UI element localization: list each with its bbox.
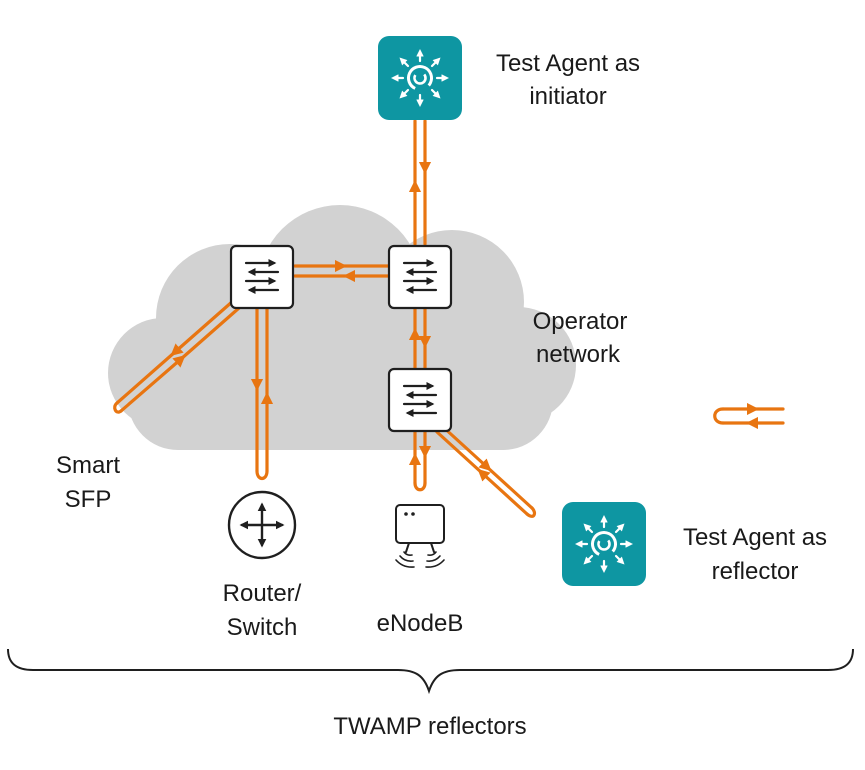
switch-icon-top-left — [231, 246, 293, 308]
label-router-switch-2: Switch — [227, 614, 298, 641]
label-operator-network-1: Operator — [533, 308, 628, 335]
label-smart-sfp-1: Smart — [56, 452, 120, 479]
label-test-agent-initiator-2: initiator — [529, 83, 606, 110]
flow-reflector-out — [440, 424, 534, 510]
router-loop — [255, 469, 269, 481]
brace — [7, 648, 854, 695]
router-switch-icon — [229, 492, 295, 558]
label-enodeb: eNodeB — [377, 610, 464, 637]
switch-icon-lower — [389, 369, 451, 431]
flow-smart-sfp-back — [119, 306, 241, 413]
flow-reflector-back — [435, 430, 529, 516]
enodeb-loop — [413, 481, 427, 492]
operator-network-cloud — [108, 205, 576, 450]
flow-smart-sfp-out — [115, 299, 235, 405]
label-test-agent-reflector-2: reflector — [712, 558, 799, 585]
enodeb-icon — [395, 504, 445, 569]
reflector-loop — [525, 506, 537, 518]
label-test-agent-reflector-1: Test Agent as — [683, 524, 827, 551]
label-brace-caption: TWAMP reflectors — [333, 713, 526, 740]
label-test-agent-initiator-1: Test Agent as — [496, 50, 640, 77]
test-agent-reflector-icon — [562, 502, 646, 586]
label-operator-network-2: network — [536, 341, 621, 368]
label-smart-sfp-2: SFP — [65, 486, 112, 513]
switch-icon-top-right — [389, 246, 451, 308]
loopback-mark-curve — [713, 407, 725, 425]
test-agent-initiator-icon — [378, 36, 462, 120]
label-router-switch-1: Router/ — [223, 580, 302, 607]
